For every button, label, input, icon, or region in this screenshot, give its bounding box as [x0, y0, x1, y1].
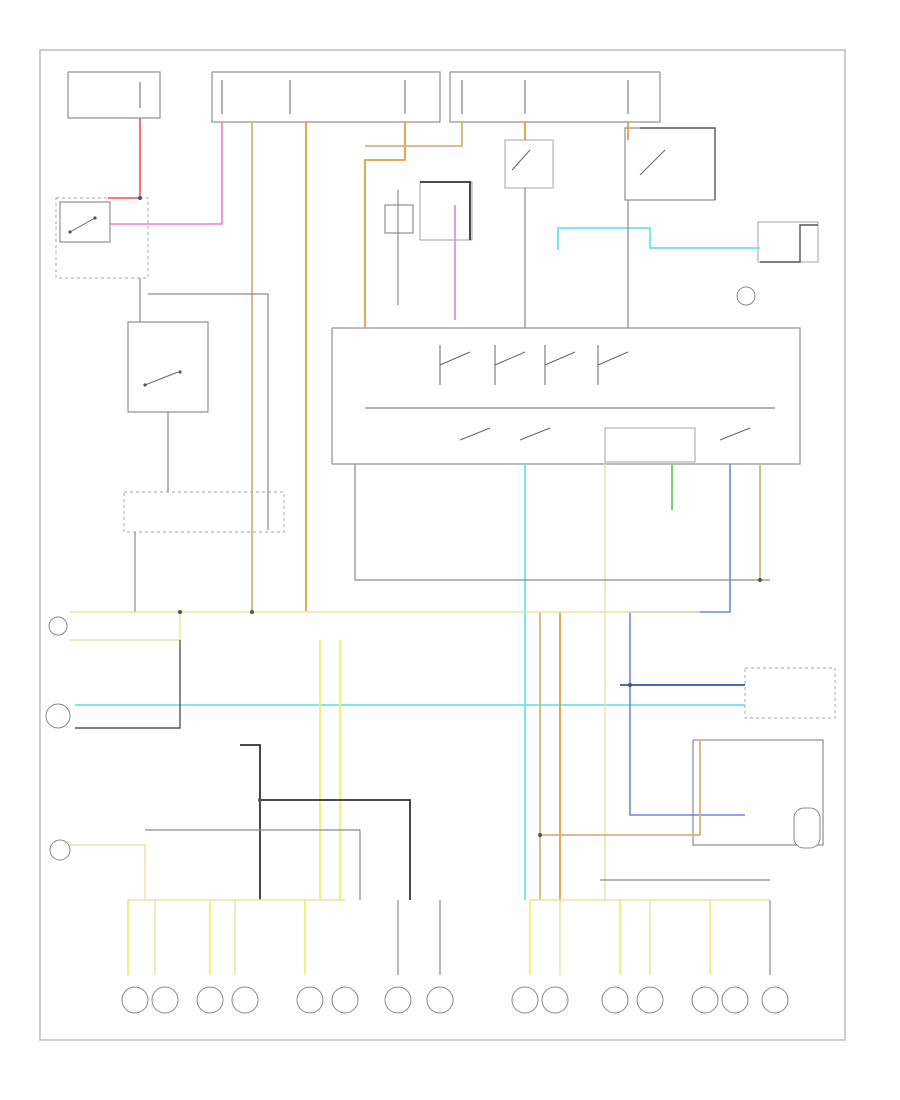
left-front-marker-lamp	[48, 616, 68, 636]
left-rear-marker-lamp	[49, 839, 71, 861]
splice-node	[178, 610, 182, 614]
wire-gray-ground-branch	[145, 829, 361, 900]
wire-gray-stop-lamp-out	[640, 127, 716, 200]
wire-gray-splice-right	[148, 293, 269, 530]
wire-cyan-hi-mount	[557, 227, 760, 250]
instrument-cluster	[744, 667, 836, 719]
wire-blue-right-turn-drop	[629, 464, 745, 816]
splice-connector-block	[123, 491, 285, 533]
wire-gray-left-lamp	[354, 464, 770, 581]
turn-signal-switch	[331, 327, 801, 465]
right-rear-marker-lamp	[761, 900, 789, 1014]
hi-mount-stop-lamp	[736, 221, 819, 306]
top-left-fuse-box	[67, 71, 161, 119]
wire-black-ground-center	[240, 744, 411, 900]
fuse-block-right	[449, 71, 661, 123]
wire-tan-fuse-to-relay	[365, 122, 463, 147]
fuse-block-center	[211, 71, 441, 123]
left-front-park-turn-lamp	[45, 703, 71, 729]
wire-red-battery-feed	[108, 118, 141, 199]
left-rear-tail-stop-turn-lamps	[121, 900, 359, 1014]
wire-ltyellow-left-rear	[70, 844, 146, 900]
license-lamps	[384, 900, 454, 1014]
splice-node	[538, 833, 542, 837]
splice-node	[628, 683, 632, 687]
wire-black-relay-loop	[420, 181, 471, 240]
brake-relay	[504, 139, 554, 189]
wire-pink-ignition-feed	[110, 122, 223, 225]
splice-node	[250, 610, 254, 614]
splice-node	[758, 578, 762, 582]
splice-node	[138, 196, 142, 200]
diagram-frame	[39, 49, 846, 1041]
wire-ltyellow-front-marker	[70, 612, 181, 641]
wire-tan-rear-splice	[540, 740, 701, 836]
right-front-marker-lamp	[692, 739, 824, 849]
headlamp-switch	[55, 197, 149, 279]
stop-lamp-switch	[624, 127, 716, 201]
flasher-relay	[127, 321, 209, 413]
wire-dark-left-park	[75, 640, 181, 729]
wire-orange-hazard-feed	[364, 122, 406, 328]
splice-node	[258, 798, 262, 802]
wire-black-hi-mount	[760, 224, 818, 263]
right-rear-tail-stop-turn-lamps	[511, 900, 749, 1014]
